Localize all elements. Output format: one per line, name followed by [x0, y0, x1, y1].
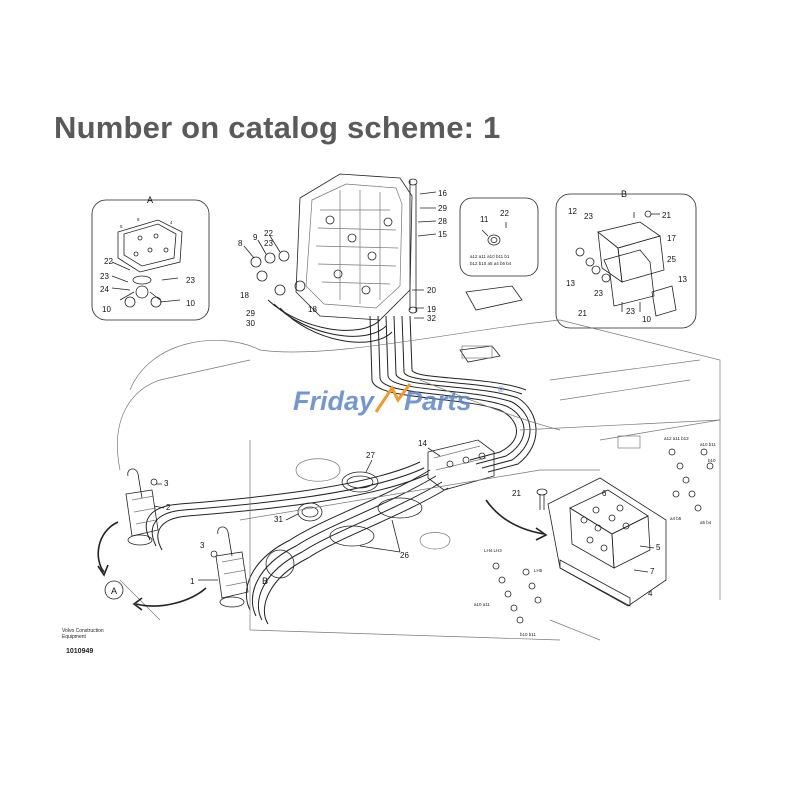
- svg-text:b10: b10: [708, 458, 716, 463]
- scheme-heading: Number on catalog scheme: 1: [54, 110, 501, 145]
- control-valve: 16 29 28 15 20 19 32 8 9 22 23 18 18 29 …: [238, 173, 523, 363]
- part-4-label: 4: [648, 589, 653, 598]
- part-23-label: 23: [100, 272, 109, 281]
- part-2-label: 2: [166, 503, 171, 512]
- part-19-label: 19: [427, 305, 436, 314]
- part-23e-label: 23: [626, 307, 635, 316]
- part-23f-label: 23: [264, 239, 273, 248]
- machine-frame: [117, 319, 721, 641]
- svg-text:a10 a11: a10 a11: [474, 602, 490, 607]
- part-31-label: 31: [274, 515, 283, 524]
- detail-a-label: A: [147, 195, 153, 205]
- watermark-left: Friday: [293, 386, 376, 416]
- hose-bundle: 27 31 26 14: [145, 299, 537, 625]
- part-7-label: 7: [650, 567, 655, 576]
- part-10c-label: 10: [642, 315, 651, 324]
- part-29-label: 29: [438, 204, 447, 213]
- part-6-label: 6: [602, 489, 607, 498]
- part-22c-label: 22: [264, 229, 273, 238]
- credit-block: Volvo Construction Equipment: [62, 628, 122, 640]
- watermark-reg: ®: [498, 385, 504, 394]
- svg-text:b10 b11: b10 b11: [520, 632, 536, 637]
- detail-a-box: A 5 8 4 22 23 24 10 23 10: [91, 195, 210, 321]
- part-11-label: 11: [480, 215, 489, 224]
- control-levers: 3 2 3 1 B A: [97, 468, 295, 611]
- part-17-label: 17: [667, 234, 676, 243]
- callout-a: A: [111, 586, 117, 596]
- svg-text:5: 5: [120, 224, 123, 229]
- detail-right-block: 6 5 7 4 21 a12 a11 b12 a10 b11 b10 a4 b5…: [474, 436, 716, 637]
- part-21c-label: 21: [512, 489, 521, 498]
- callout-b: B: [262, 576, 268, 586]
- part-13b-label: 13: [678, 275, 687, 284]
- part-22-label: 22: [104, 257, 113, 266]
- watermark-swoosh-icon: [374, 383, 412, 413]
- part-9-label: 9: [253, 233, 258, 242]
- part-12-label: 12: [568, 207, 577, 216]
- part-18-label: 18: [240, 291, 249, 300]
- watermark-right: Parts: [404, 386, 472, 416]
- svg-text:LH4 LH3: LH4 LH3: [484, 548, 502, 553]
- detail-b-box: B 12 23 21 17 25 13 23 13 21 23 10: [555, 189, 697, 329]
- detail-b-label: B: [621, 189, 627, 199]
- part-10-label: 10: [102, 305, 111, 314]
- svg-text:a5 b4: a5 b4: [700, 520, 712, 525]
- part-30-label: 30: [246, 319, 255, 328]
- part-22b-label: 22: [500, 209, 509, 218]
- part-20-label: 20: [427, 286, 436, 295]
- part-16-label: 16: [438, 189, 447, 198]
- part-23c-label: 23: [584, 212, 593, 221]
- svg-text:a12 a11 b12: a12 a11 b12: [664, 436, 689, 441]
- part-15-label: 15: [438, 230, 447, 239]
- part-1-label: 1: [190, 577, 195, 586]
- svg-text:a4 b5: a4 b5: [670, 516, 682, 521]
- part-21-label: 21: [662, 211, 671, 220]
- svg-text:a10 b11: a10 b11: [700, 442, 716, 447]
- credit-line2: Equipment: [62, 634, 86, 640]
- svg-text:8: 8: [137, 217, 140, 222]
- part-25-label: 25: [667, 255, 676, 264]
- part-18b-label: 18: [308, 305, 317, 314]
- watermark-logo: Friday Parts ®: [293, 383, 504, 416]
- detail-small-box: 11 22 a12 a11 a10 b11 b1 b12 b10 a5 a4 b…: [459, 197, 539, 277]
- part-8-label: 8: [238, 239, 243, 248]
- drawing-code: 1010949: [66, 648, 94, 655]
- part-24-label: 24: [100, 285, 109, 294]
- part-23b-label: 23: [186, 276, 195, 285]
- part-10b-label: 10: [186, 299, 195, 308]
- part-5-label: 5: [656, 543, 661, 552]
- part-21b-label: 21: [578, 309, 587, 318]
- part-13-label: 13: [566, 279, 575, 288]
- svg-text:b12 b10 a5 a4 b5 b4: b12 b10 a5 a4 b5 b4: [470, 261, 512, 266]
- part-23d-label: 23: [594, 289, 603, 298]
- part-3b-label: 3: [200, 541, 205, 550]
- part-29b-label: 29: [246, 309, 255, 318]
- part-3-label: 3: [164, 479, 169, 488]
- svg-text:a12 a11 a10 b11 b1: a12 a11 a10 b11 b1: [470, 254, 510, 259]
- part-14-label: 14: [418, 439, 427, 448]
- svg-text:4: 4: [170, 220, 173, 225]
- part-28-label: 28: [438, 217, 447, 226]
- part-32-label: 32: [427, 314, 436, 323]
- part-27-label: 27: [366, 451, 375, 460]
- svg-text:LH5: LH5: [534, 568, 543, 573]
- credit-line1: Volvo Construction: [62, 628, 104, 634]
- part-26-label: 26: [400, 551, 409, 560]
